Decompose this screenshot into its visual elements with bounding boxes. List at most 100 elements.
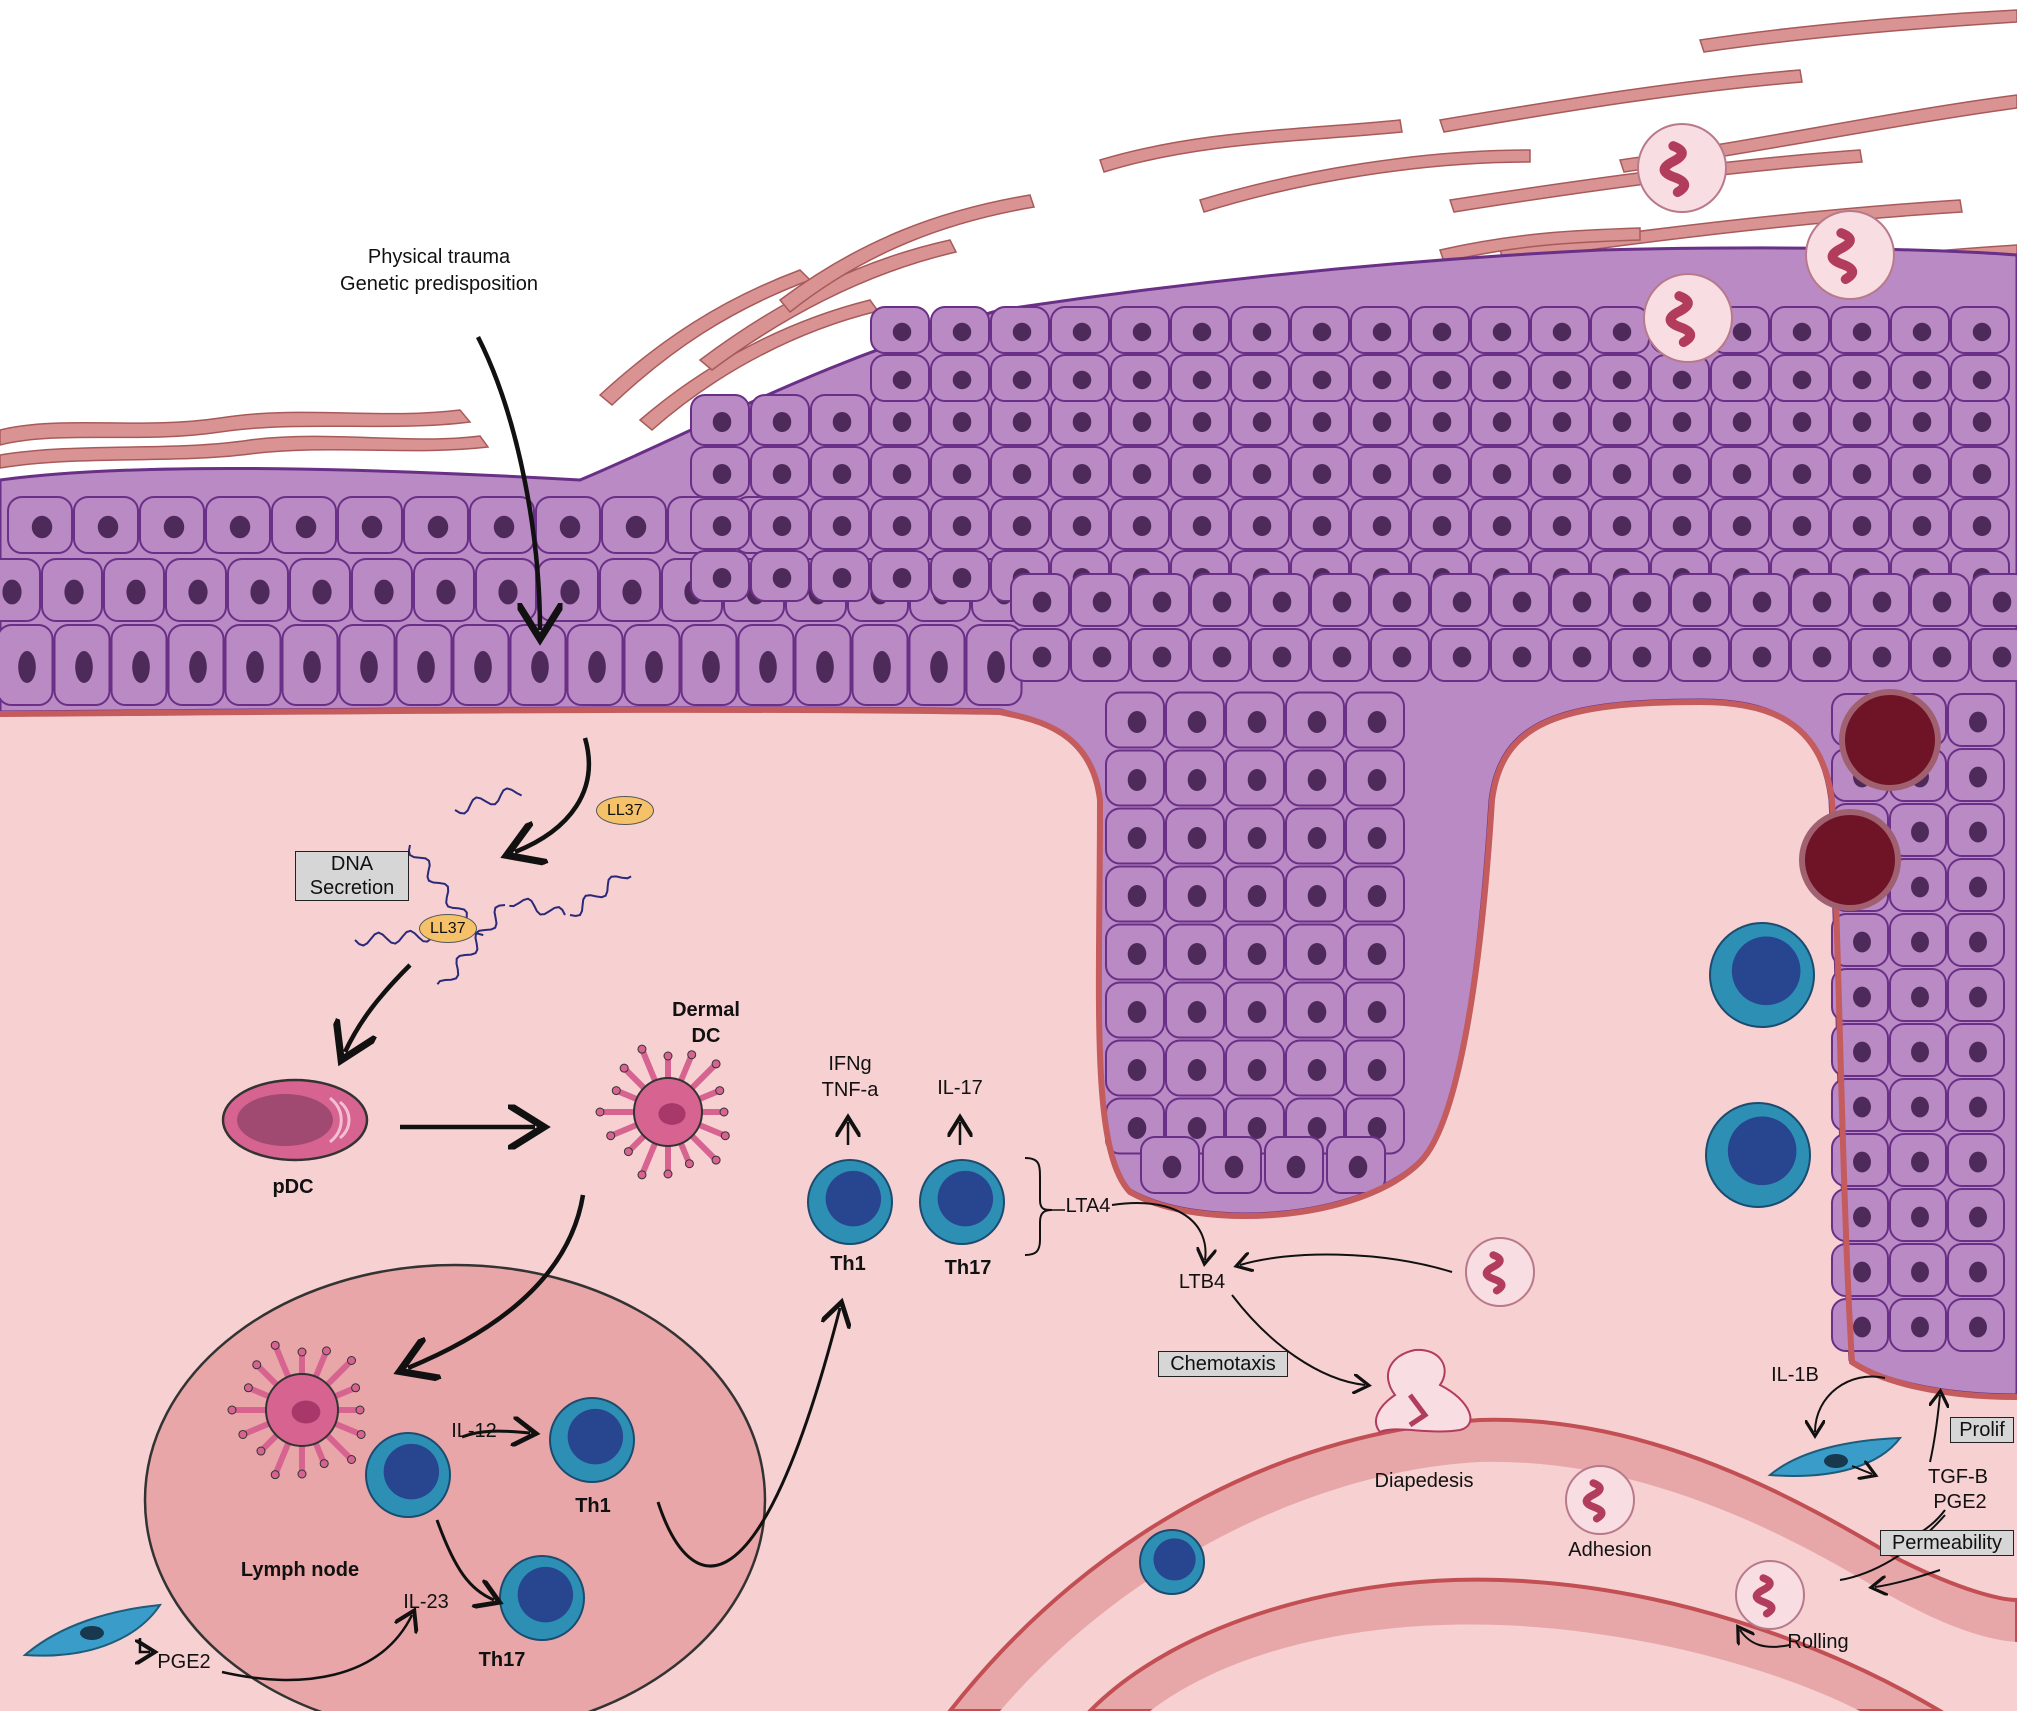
keratinocyte xyxy=(1202,1136,1262,1194)
keratinocyte xyxy=(1225,923,1285,981)
keratinocyte xyxy=(990,394,1050,446)
keratinocyte xyxy=(1225,865,1285,923)
keratinocyte xyxy=(281,624,339,706)
keratinocyte xyxy=(1285,807,1345,865)
keratinocyte xyxy=(1264,1136,1324,1194)
keratinocyte xyxy=(1650,498,1710,550)
keratinocyte xyxy=(1310,573,1370,627)
keratinocyte xyxy=(1830,354,1890,402)
keratinocyte xyxy=(1850,628,1910,682)
keratinocyte xyxy=(1225,691,1285,749)
keratinocyte xyxy=(1590,394,1650,446)
dermal-dc-label-1: Dermal xyxy=(672,999,740,1021)
keratinocyte xyxy=(1970,573,2017,627)
ll37-label-b: LL37 xyxy=(419,914,477,944)
keratinocyte xyxy=(1230,306,1290,354)
keratinocyte xyxy=(1590,306,1650,354)
keratinocyte xyxy=(870,446,930,498)
keratinocyte xyxy=(1947,858,2005,912)
keratinocyte xyxy=(1290,394,1350,446)
keratinocyte xyxy=(1165,865,1225,923)
keratinocyte xyxy=(1250,573,1310,627)
keratinocyte xyxy=(1230,446,1290,498)
il1b-label: IL-1B xyxy=(1771,1364,1819,1386)
keratinocyte xyxy=(1230,498,1290,550)
keratinocyte xyxy=(338,624,396,706)
keratinocyte xyxy=(1326,1136,1386,1194)
big-t-cell xyxy=(1709,922,1815,1028)
keratinocyte xyxy=(1110,446,1170,498)
keratinocyte xyxy=(1105,981,1165,1039)
keratinocyte xyxy=(1410,354,1470,402)
keratinocyte xyxy=(690,446,750,498)
keratinocyte xyxy=(1530,306,1590,354)
keratinocyte xyxy=(1889,968,1947,1022)
keratinocyte xyxy=(1670,628,1730,682)
keratinocyte xyxy=(1050,354,1110,402)
chemotaxis-box: Chemotaxis xyxy=(1158,1351,1288,1377)
keratinocyte xyxy=(1050,306,1110,354)
keratinocyte xyxy=(1910,628,1970,682)
keratinocyte xyxy=(1290,498,1350,550)
keratinocyte xyxy=(1530,498,1590,550)
keratinocyte xyxy=(990,306,1050,354)
keratinocyte xyxy=(1345,923,1405,981)
lymph-node-label: Lymph node xyxy=(240,1559,360,1581)
keratinocyte xyxy=(1947,968,2005,1022)
keratinocyte xyxy=(1970,628,2017,682)
keratinocyte xyxy=(351,558,413,622)
keratinocyte xyxy=(1105,807,1165,865)
keratinocyte xyxy=(1490,628,1550,682)
keratinocyte xyxy=(73,496,139,554)
keratinocyte xyxy=(1770,446,1830,498)
keratinocyte xyxy=(1350,394,1410,446)
keratinocyte xyxy=(1947,693,2005,747)
keratinocyte xyxy=(1670,573,1730,627)
keratinocyte xyxy=(1105,865,1165,923)
keratinocyte xyxy=(1165,923,1225,981)
keratinocyte xyxy=(1410,498,1470,550)
keratinocyte xyxy=(1285,691,1345,749)
neutrophil xyxy=(1805,210,1895,300)
th1-node-label: Th1 xyxy=(575,1495,611,1517)
keratinocyte xyxy=(1650,446,1710,498)
adhesion-label: Adhesion xyxy=(1568,1539,1652,1561)
ltb4-label: LTB4 xyxy=(1178,1271,1226,1293)
keratinocyte xyxy=(1170,446,1230,498)
keratinocyte xyxy=(1831,1078,1889,1132)
keratinocyte xyxy=(1350,354,1410,402)
dermal-dc-label-2: DC xyxy=(691,1025,721,1047)
keratinocyte xyxy=(690,550,750,602)
keratinocyte xyxy=(990,498,1050,550)
keratinocyte xyxy=(1050,446,1110,498)
keratinocyte xyxy=(271,496,337,554)
fibroblasts xyxy=(22,1436,1903,1657)
keratinocyte xyxy=(475,558,537,622)
lymph-node xyxy=(143,1263,767,1711)
keratinocyte xyxy=(1130,573,1190,627)
keratinocyte xyxy=(1170,498,1230,550)
keratinocyte xyxy=(1710,446,1770,498)
keratinocyte xyxy=(1889,1243,1947,1297)
keratinocyte xyxy=(1370,573,1430,627)
keratinocyte xyxy=(1225,807,1285,865)
keratinocyte xyxy=(1310,628,1370,682)
keratinocyte xyxy=(930,446,990,498)
keratinocyte xyxy=(224,624,282,706)
keratinocyte xyxy=(1550,573,1610,627)
keratinocyte xyxy=(750,550,810,602)
keratinocyte xyxy=(1410,306,1470,354)
keratinocyte xyxy=(1831,913,1889,967)
keratinocyte xyxy=(1889,1188,1947,1242)
trigger-label-1: Physical trauma xyxy=(367,246,511,268)
keratinocyte xyxy=(930,550,990,602)
dna-secretion-box: DNA Secretion xyxy=(295,851,409,901)
keratinocyte xyxy=(794,624,852,706)
keratinocyte xyxy=(810,394,870,446)
keratinocyte xyxy=(1889,913,1947,967)
keratinocyte xyxy=(0,558,41,622)
ll37-label-a: LL37 xyxy=(596,796,654,826)
keratinocyte xyxy=(908,624,966,706)
keratinocyte xyxy=(1590,498,1650,550)
